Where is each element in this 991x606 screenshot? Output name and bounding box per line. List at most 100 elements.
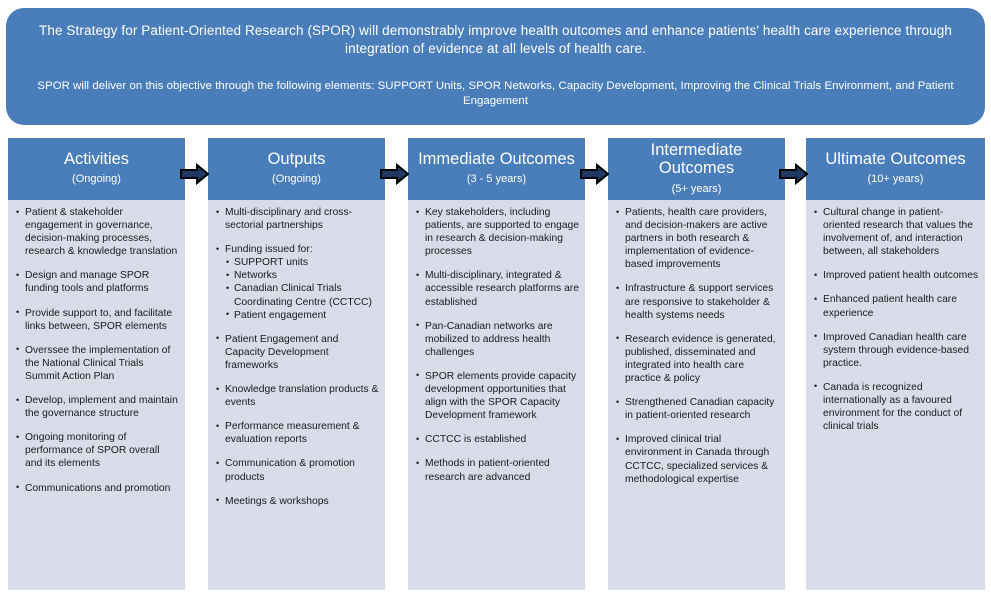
column-timeframe: (Ongoing) [72, 173, 121, 186]
right-arrow-icon [380, 163, 409, 185]
bullet-item: Canada is recognized internationally as … [813, 380, 979, 433]
bullet-item: Improved clinical trial environment in C… [615, 433, 779, 485]
bullet-text: Multi-disciplinary and cross-sectorial p… [225, 207, 353, 232]
bullet-item: Methods in patient-oriented research are… [415, 457, 579, 483]
column-intermediate-outcomes: Intermediate Outcomes (5+ years) Patients,… [608, 138, 785, 590]
bullet-item: Multi-disciplinary and cross-sectorial p… [215, 205, 379, 232]
bullet-text: Ongoing monitoring of performance of SPO… [25, 432, 160, 470]
bullet-text: Patient Engagement and Capacity Developm… [225, 333, 339, 371]
bullet-text: Research evidence is generated, publishe… [625, 333, 776, 385]
column-timeframe: (10+ years) [867, 173, 924, 186]
bullet-text: Key stakeholders, including patients, ar… [425, 207, 579, 258]
bullet-text: Patient & stakeholder engagement in gove… [25, 207, 178, 258]
bullet-text: Communication & promotion products [225, 458, 355, 483]
right-arrow-icon [779, 163, 808, 185]
column-immediate-outcomes: Immediate Outcomes(3 - 5 years) Key stake… [408, 138, 585, 590]
bullet-text: Funding issued for: [225, 244, 313, 256]
bullet-list: Key stakeholders, including patients, ar… [415, 205, 579, 484]
sub-bullet-list: SUPPORT unitsNetworksCanadian Clinical T… [225, 256, 379, 322]
strategy-banner: The Strategy for Patient-Oriented Resear… [6, 8, 985, 125]
bullet-text: Communications and promotion [25, 482, 171, 494]
bullet-text: Improved clinical trial environment in C… [625, 434, 770, 485]
bullet-item: Patients, health care providers, and dec… [615, 205, 779, 271]
bullet-text: Cultural change in patient-oriented rese… [823, 207, 973, 258]
bullet-item: SPOR elements provide capacity developme… [415, 369, 579, 422]
bullet-text: SPOR elements provide capacity developme… [425, 370, 577, 422]
column-body-immediate-outcomes: Key stakeholders, including patients, ar… [408, 200, 585, 590]
column-title: Ultimate Outcomes [825, 149, 966, 168]
column-activities: Activities (Ongoing) Patient & stakeholder… [8, 138, 185, 590]
bullet-item: CCTCC is established [415, 433, 579, 446]
bullet-item: Ongoing monitoring of performance of SPO… [15, 431, 179, 470]
bullet-text: Pan-Canadian networks are mobilized to a… [425, 320, 553, 358]
bullet-text: Infrastructure & support services are re… [625, 283, 774, 321]
column-header-intermediate-outcomes: Intermediate Outcomes (5+ years) [608, 138, 785, 200]
bullet-item: Provide support to, and facilitate links… [15, 306, 179, 333]
bullet-item: Communications and promotion [15, 481, 179, 495]
bullet-item: Communication & promotion products [215, 457, 379, 483]
bullet-item: Overssee the implementation of the Natio… [15, 343, 179, 383]
right-arrow-icon [180, 163, 209, 185]
bullet-text: Provide support to, and facilitate links… [25, 307, 173, 332]
bullet-text: Knowledge translation products & events [225, 384, 379, 409]
bullet-item: Funding issued for:SUPPORT unitsNetworks… [215, 243, 379, 322]
column-title: Intermediate Outcomes [650, 140, 743, 178]
bullet-item: Develop, implement and maintain the gove… [15, 394, 179, 420]
bullet-item: Knowledge translation products & events [215, 383, 379, 409]
bullet-item: Patient Engagement and Capacity Developm… [215, 332, 379, 372]
column-body-ultimate-outcomes: Cultural change in patient-oriented rese… [806, 200, 985, 590]
bullet-list: Patient & stakeholder engagement in gove… [15, 205, 179, 495]
bullet-item: Strengthened Canadian capacity in patien… [615, 396, 779, 422]
sub-bullet-text: Canadian Clinical Trials Coordinating Ce… [234, 283, 372, 308]
sub-bullet-text: SUPPORT units [234, 257, 309, 269]
bullet-text: Multi-disciplinary, integrated & accessi… [425, 270, 579, 308]
bullet-list: Cultural change in patient-oriented rese… [813, 205, 979, 433]
bullet-text: Improved Canadian health care system thr… [823, 331, 969, 369]
banner-sub-text: SPOR will deliver on this objective thro… [37, 80, 954, 107]
column-header-ultimate-outcomes: Ultimate Outcomes (10+ years) [806, 138, 985, 200]
bullet-text: Meetings & workshops [225, 495, 329, 507]
column-ultimate-outcomes: Ultimate Outcomes (10+ years) Cultural cha… [806, 138, 985, 590]
bullet-item: Design and manage SPOR funding tools and… [15, 269, 179, 295]
bullet-item: Cultural change in patient-oriented rese… [813, 205, 979, 258]
bullet-item: Multi-disciplinary, integrated & accessi… [415, 269, 579, 308]
column-timeframe: (5+ years) [671, 182, 722, 195]
bullet-text: CCTCC is established [425, 434, 527, 446]
bullet-text: Enhanced patient health care experience [823, 294, 957, 319]
bullet-list: Patients, health care providers, and dec… [615, 205, 779, 486]
column-title: Activities [63, 149, 130, 168]
banner-main-text: The Strategy for Patient-Oriented Resear… [39, 23, 952, 56]
column-header-immediate-outcomes: Immediate Outcomes(3 - 5 years) [408, 138, 585, 200]
sub-bullet-item: Networks [225, 269, 379, 282]
bullet-text: Patients, health care providers, and dec… [625, 207, 768, 271]
column-body-intermediate-outcomes: Patients, health care providers, and dec… [608, 200, 785, 590]
column-body-outputs: Multi-disciplinary and cross-sectorial p… [208, 200, 385, 590]
bullet-item: Meetings & workshops [215, 494, 379, 508]
bullet-text: Design and manage SPOR funding tools and… [25, 270, 150, 295]
column-outputs: Outputs(Ongoing) Multi-disciplinary and c… [208, 138, 385, 590]
sub-bullet-item: Patient engagement [225, 308, 379, 322]
column-header-outputs: Outputs(Ongoing) [208, 138, 385, 200]
bullet-item: Infrastructure & support services are re… [615, 282, 779, 321]
bullet-text: Develop, implement and maintain the gove… [25, 395, 178, 420]
right-arrow-icon [580, 163, 609, 185]
bullet-text: Canada is recognized internationally as … [823, 381, 963, 433]
sub-bullet-item: Canadian Clinical Trials Coordinating Ce… [225, 282, 379, 308]
bullet-list: Multi-disciplinary and cross-sectorial p… [215, 205, 379, 508]
column-body-activities: Patient & stakeholder engagement in gove… [8, 200, 185, 590]
bullet-text: Performance measurement & evaluation rep… [225, 421, 360, 446]
sub-bullet-item: SUPPORT units [225, 256, 379, 269]
bullet-text: Improved patient health outcomes [823, 270, 979, 282]
bullet-item: Improved patient health outcomes [813, 269, 979, 282]
column-header-activities: Activities (Ongoing) [8, 138, 185, 200]
bullet-text: Methods in patient-oriented research are… [425, 458, 550, 483]
bullet-text: Overssee the implementation of the Natio… [25, 344, 171, 382]
sub-bullet-text: Patient engagement [234, 309, 327, 321]
bullet-item: Pan-Canadian networks are mobilized to a… [415, 319, 579, 359]
bullet-item: Performance measurement & evaluation rep… [215, 420, 379, 446]
bullet-item: Patient & stakeholder engagement in gove… [15, 205, 179, 258]
bullet-item: Key stakeholders, including patients, ar… [415, 205, 579, 258]
bullet-item: Improved Canadian health care system thr… [813, 330, 979, 370]
bullet-item: Enhanced patient health care experience [813, 293, 979, 319]
